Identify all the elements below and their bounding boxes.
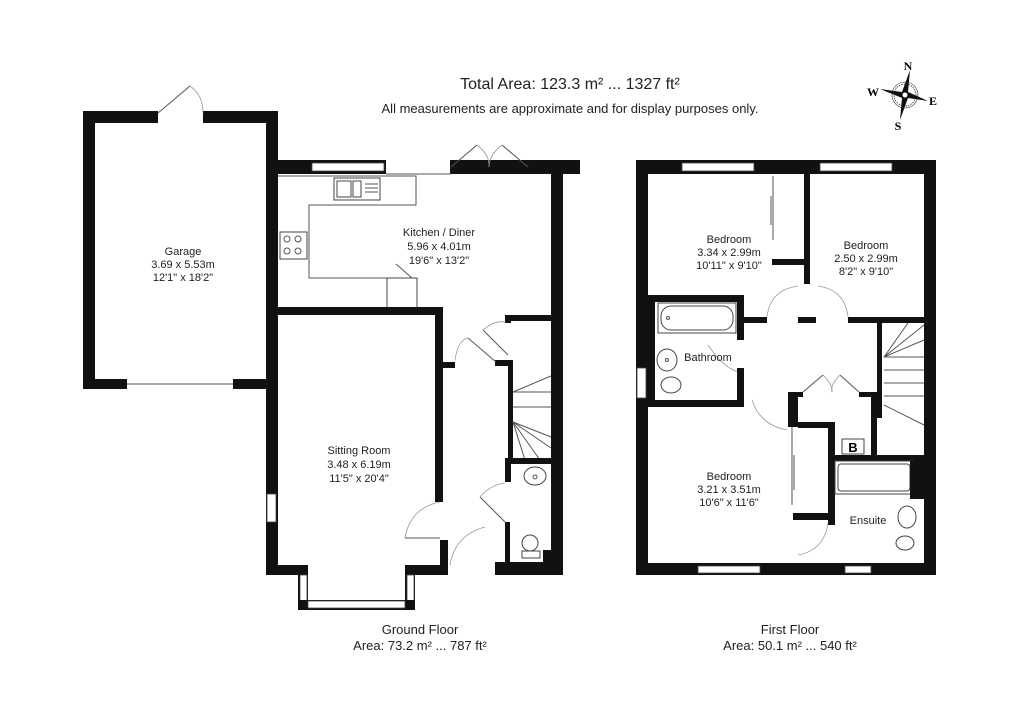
svg-text:Ensuite: Ensuite (850, 515, 887, 527)
ground-stairs (512, 375, 552, 461)
first-floor-caption: First Floor Area: 50.1 m² ... 540 ft² (680, 622, 900, 654)
first-floor-title: First Floor (760, 622, 820, 637)
room-label-garage: Garage 3.69 x 5.53m 12'1" x 18'2" (151, 246, 215, 284)
room-label-ensuite: Ensuite (850, 515, 887, 527)
svg-text:Bathroom: Bathroom (684, 352, 732, 364)
svg-text:Bedroom: Bedroom (707, 234, 752, 246)
svg-text:12'1" x 18'2": 12'1" x 18'2" (153, 272, 213, 284)
garage-walls (83, 85, 278, 389)
ground-floor-area: Area: 73.2 m² ... 787 ft² (353, 638, 487, 653)
room-label-bedroom-2: Bedroom 2.50 x 2.99m 8'2" x 9'10" (834, 240, 898, 278)
svg-text:Sitting Room: Sitting Room (328, 445, 391, 457)
svg-text:Kitchen / Diner: Kitchen / Diner (403, 227, 475, 239)
compass-east: E (929, 94, 937, 108)
room-label-bathroom: Bathroom (684, 352, 732, 364)
svg-text:Bedroom: Bedroom (844, 240, 889, 252)
svg-text:10'6" x 11'6": 10'6" x 11'6" (699, 497, 759, 509)
room-label-bedroom-1: Bedroom 3.34 x 2.99m 10'11" x 9'10" (696, 234, 762, 272)
compass-rose-icon: N S E W (867, 59, 937, 133)
ground-floor-plan (83, 85, 580, 610)
first-floor-stairs (883, 322, 925, 426)
room-label-sitting-room: Sitting Room 3.48 x 6.19m 11'5" x 20'4" (327, 445, 391, 485)
ground-floor-title: Ground Floor (381, 622, 459, 637)
disclaimer-text: All measurements are approximate and for… (381, 101, 759, 116)
total-area-heading: Total Area: 123.3 m² ... 1327 ft² (460, 76, 680, 93)
svg-text:11'5" x 20'4": 11'5" x 20'4" (329, 473, 389, 485)
svg-text:5.96 x 4.01m: 5.96 x 4.01m (407, 241, 471, 253)
svg-text:2.50 x 2.99m: 2.50 x 2.99m (834, 253, 898, 265)
svg-text:3.69 x 5.53m: 3.69 x 5.53m (151, 259, 215, 271)
svg-text:Bedroom: Bedroom (707, 471, 752, 483)
compass-south: S (895, 119, 902, 133)
svg-text:8'2" x 9'10": 8'2" x 9'10" (839, 266, 893, 278)
room-label-bedroom-3: Bedroom 3.21 x 3.51m 10'6" x 11'6" (697, 471, 761, 509)
svg-text:3.34 x 2.99m: 3.34 x 2.99m (697, 247, 761, 259)
room-label-kitchen-diner: Kitchen / Diner 5.96 x 4.01m 19'6" x 13'… (403, 227, 475, 267)
svg-text:19'6" x 13'2": 19'6" x 13'2" (409, 255, 469, 267)
svg-text:10'11" x 9'10": 10'11" x 9'10" (696, 260, 762, 272)
svg-text:3.48 x 6.19m: 3.48 x 6.19m (327, 459, 391, 471)
boiler-label: B (848, 440, 857, 455)
first-floor-area: Area: 50.1 m² ... 540 ft² (723, 638, 857, 653)
ground-floor-caption: Ground Floor Area: 73.2 m² ... 787 ft² (310, 622, 530, 654)
compass-north: N (904, 59, 913, 73)
compass-west: W (867, 85, 879, 99)
first-floor-plan: B (636, 160, 936, 575)
svg-text:Garage: Garage (165, 246, 202, 258)
svg-text:3.21 x 3.51m: 3.21 x 3.51m (697, 484, 761, 496)
